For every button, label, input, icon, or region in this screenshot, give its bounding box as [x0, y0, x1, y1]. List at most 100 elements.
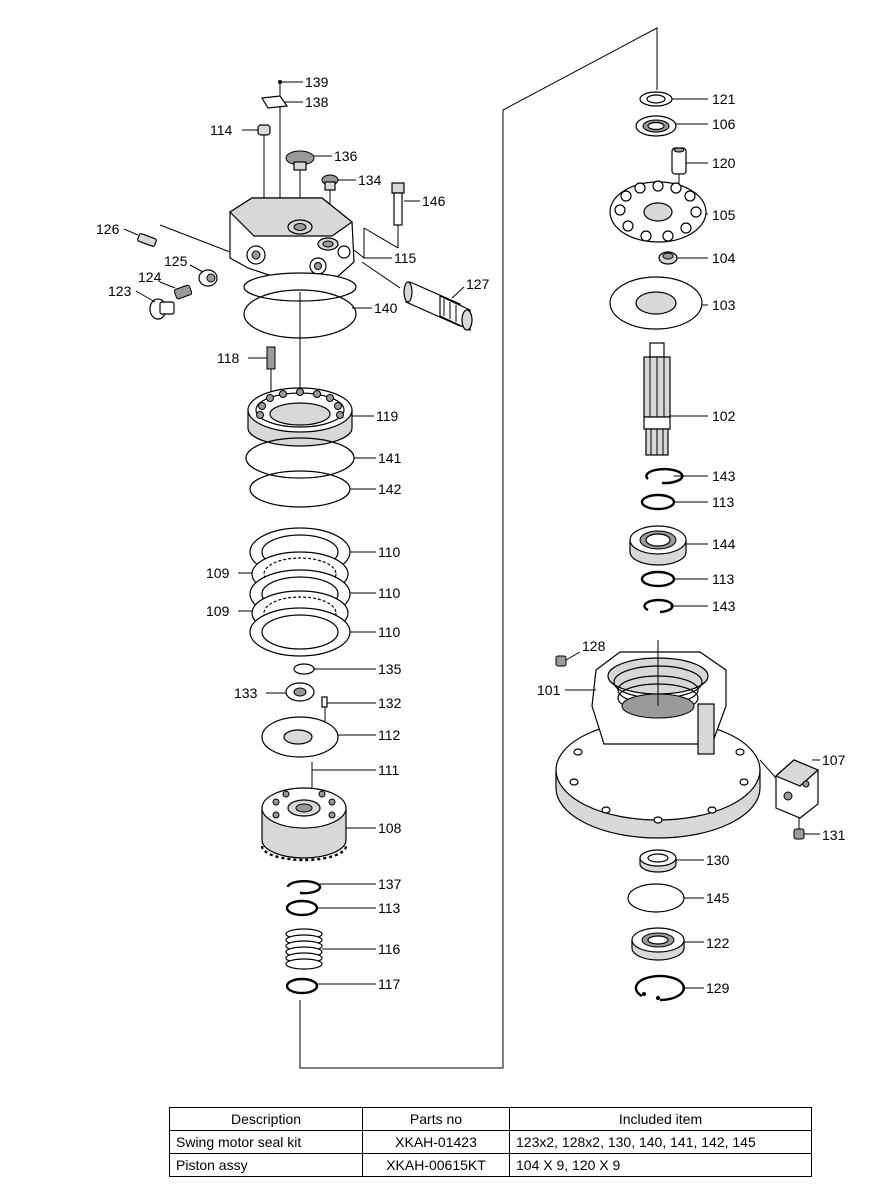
part-105: 105: [609, 180, 736, 243]
part-144-bearing: 144: [629, 525, 736, 566]
table-row: Swing motor seal kit XKAH-01423 123x2, 1…: [169, 1130, 812, 1154]
label-146: 146: [422, 193, 446, 209]
part-103: 103: [609, 276, 736, 330]
part-116-spring: 116: [285, 928, 401, 970]
label-108: 108: [378, 820, 402, 836]
label-141: 141: [378, 450, 402, 466]
label-130: 130: [706, 852, 730, 868]
label-103: 103: [712, 297, 736, 313]
label-116: 116: [378, 941, 401, 957]
part-130: 130: [639, 849, 730, 873]
label-143-b: 143: [712, 598, 736, 614]
table-row: Piston assy XKAH-00615KT 104 X 9, 120 X …: [169, 1153, 812, 1177]
label-112: 112: [378, 727, 401, 743]
label-120: 120: [712, 155, 736, 171]
label-110-a: 110: [378, 544, 401, 560]
part-131: 131: [793, 818, 846, 843]
label-133: 133: [234, 685, 258, 701]
label-105: 105: [712, 207, 736, 223]
label-134: 134: [358, 172, 382, 188]
label-106: 106: [712, 116, 736, 132]
part-142: 142: [249, 470, 402, 508]
label-144: 144: [712, 536, 736, 552]
label-137: 137: [378, 876, 402, 892]
label-109-b: 109: [206, 603, 230, 619]
part-143-upper: 143: [645, 467, 736, 485]
part-119-cylinder: 119: [247, 387, 399, 447]
table-cell: Swing motor seal kit: [169, 1130, 363, 1154]
part-138: 138: [261, 94, 329, 110]
label-111: 111: [378, 762, 399, 778]
part-115-valve-casing: 115: [159, 197, 417, 302]
label-132: 132: [378, 695, 402, 711]
label-135: 135: [378, 661, 402, 677]
part-108-rotor: 108: [260, 787, 402, 862]
label-128: 128: [582, 638, 606, 654]
part-120: 120: [671, 147, 736, 190]
part-104: 104: [658, 250, 736, 266]
label-114: 114: [210, 122, 233, 138]
table-cell: 104 X 9, 120 X 9: [509, 1153, 812, 1177]
label-138: 138: [305, 94, 329, 110]
part-113-right-2: 113: [640, 570, 735, 588]
label-126: 126: [96, 221, 120, 237]
table-header-row: Description Parts no Included item: [169, 1107, 812, 1131]
label-145: 145: [706, 890, 730, 906]
part-110-plate-3: 110: [249, 607, 401, 657]
part-135: 135: [293, 661, 402, 677]
label-122: 122: [706, 935, 730, 951]
label-142: 142: [378, 481, 402, 497]
label-117: 117: [378, 976, 401, 992]
part-146: 146: [391, 182, 446, 248]
table-cell: 123x2, 128x2, 130, 140, 141, 142, 145: [509, 1130, 812, 1154]
label-123: 123: [108, 283, 132, 299]
part-122: 122: [631, 927, 730, 961]
part-137: 137: [286, 876, 402, 895]
part-133: 133: [234, 682, 315, 702]
label-109-a: 109: [206, 565, 230, 581]
label-131: 131: [822, 827, 846, 843]
label-118: 118: [217, 350, 240, 366]
label-139: 139: [305, 74, 329, 90]
part-101-housing: 101: [537, 640, 761, 839]
table-cell: XKAH-00615KT: [362, 1153, 510, 1177]
part-117: 117: [285, 976, 401, 995]
label-113-c: 113: [712, 571, 735, 587]
part-107: 107: [759, 752, 846, 819]
part-132: 132: [321, 695, 402, 745]
part-112: 112: [261, 716, 401, 758]
part-141: 141: [245, 437, 402, 479]
label-124: 124: [138, 269, 162, 285]
label-102: 102: [712, 408, 736, 424]
table-header: Description: [169, 1107, 363, 1131]
label-113-b: 113: [712, 494, 735, 510]
assembly-connector-line: [299, 27, 658, 1069]
label-129: 129: [706, 980, 730, 996]
label-104: 104: [712, 250, 736, 266]
part-124: 124: [138, 269, 193, 300]
label-119: 119: [376, 408, 399, 424]
part-143-lower: 143: [643, 598, 736, 614]
label-140: 140: [374, 300, 398, 316]
label-121: 121: [712, 91, 736, 107]
table-header: Included item: [509, 1107, 812, 1131]
label-115: 115: [394, 250, 417, 266]
table-cell: Piston assy: [169, 1153, 363, 1177]
table-header: Parts no: [362, 1107, 510, 1131]
label-113-a: 113: [378, 900, 401, 916]
label-107: 107: [822, 752, 846, 768]
part-114: 114: [210, 122, 271, 200]
part-129: 129: [634, 974, 730, 1002]
part-118: 118: [217, 346, 276, 398]
label-125: 125: [164, 253, 188, 269]
label-136: 136: [334, 148, 358, 164]
table-cell: XKAH-01423: [362, 1130, 510, 1154]
part-126: 126: [96, 221, 157, 247]
part-127: 127: [361, 261, 490, 331]
label-101: 101: [537, 682, 561, 698]
part-121: 121: [639, 91, 736, 107]
part-106: 106: [635, 115, 736, 137]
part-113-right-1: 113: [640, 493, 735, 511]
label-110-b: 110: [378, 585, 401, 601]
